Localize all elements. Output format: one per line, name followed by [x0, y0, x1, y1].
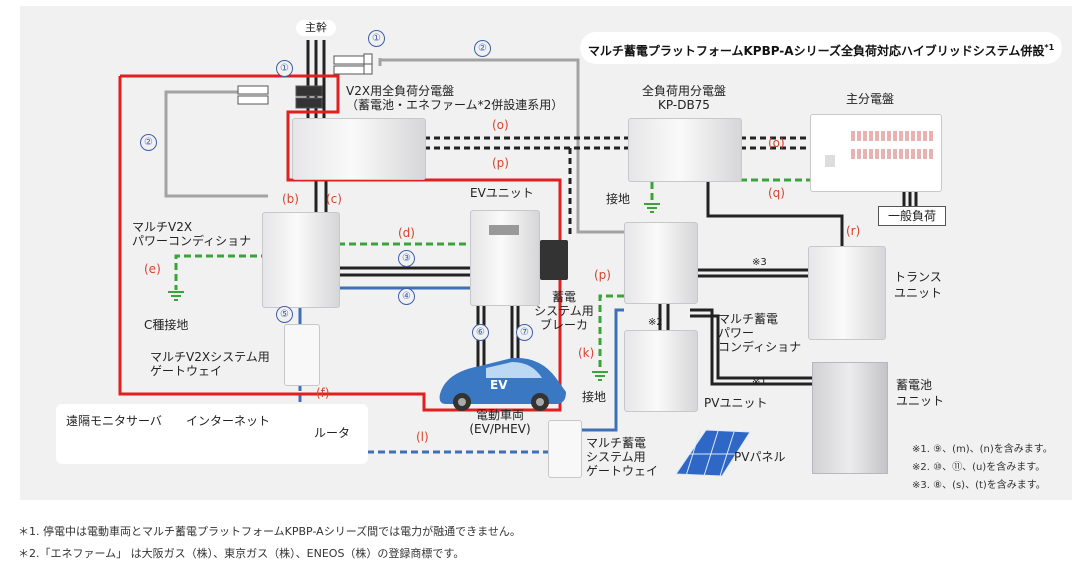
storage-pcs-label-2: パワー: [718, 326, 755, 340]
note-1: ※1. ⑨、(m)、(n)を含みます。: [912, 444, 1053, 455]
diagram-title-text: マルチ蓄電プラットフォームKPBP-Aシリーズ全負荷対応ハイブリッドシステム併設: [587, 44, 1045, 58]
wire-number-7: ⑦: [516, 324, 533, 341]
storage-power-conditioner: [624, 222, 698, 304]
storage-pcs-label-3: コンディショナ: [718, 340, 802, 354]
wire-number-4: ④: [398, 288, 415, 305]
wire-label-r: (r): [846, 224, 861, 238]
v2x-pcs-label-2: パワーコンディショナ: [132, 234, 252, 248]
sensor-line-2-right: [380, 58, 624, 234]
wire-label-k: (k): [578, 346, 595, 360]
sensor-line-2-left: [164, 90, 268, 198]
v2x-panel-label-2: （蓄電池・エネファーム*2併設連系用）: [346, 98, 564, 112]
full-load-panel-label-2: KP-DB75: [658, 98, 710, 112]
wire-label-o-1: (o): [492, 118, 509, 132]
mark-3: ※3: [752, 257, 767, 268]
wire-number-1b: ①: [276, 60, 293, 77]
v2x-panel-label-1: V2X用全負荷分電盤: [346, 84, 455, 98]
storage-gateway-label-1: マルチ蓄電: [586, 436, 647, 450]
pv-unit: [624, 330, 698, 412]
pv-panel-label: PVパネル: [734, 450, 786, 464]
wire-label-b: (b): [282, 192, 299, 206]
breaker-label-3: ブレーカ: [539, 318, 588, 332]
solid-power-lines: [314, 178, 918, 386]
pv-unit-label: PVユニット: [704, 396, 768, 410]
dashed-power-lines: [424, 136, 810, 238]
ev-label-1: 電動車両: [475, 408, 524, 422]
wire-label-e: (e): [144, 262, 161, 276]
general-load-label: 一般負荷: [878, 206, 946, 226]
v2x-gateway-label-1: マルチV2Xシステム用: [150, 350, 270, 364]
wire-label-f: (f): [316, 386, 330, 400]
wire-number-2b: ②: [140, 134, 157, 151]
diagram-title-sup: *1: [1044, 43, 1055, 52]
breaker-label-1: 蓄電: [551, 290, 576, 304]
wire-number-5: ⑤: [276, 306, 293, 323]
ev-unit-label: EVユニット: [470, 186, 534, 200]
footnote-1: ＊1. 停電中は電動車両とマルチ蓄電プラットフォームKPBP-Aシリーズ間では電…: [18, 525, 521, 538]
ground-label-1: 接地: [606, 192, 631, 206]
note-3: ※3. ⑧、(s)、(t)を含みます。: [912, 480, 1046, 491]
storage-gateway: [548, 420, 582, 478]
v2x-gateway: [284, 324, 320, 386]
storage-pcs-label-1: マルチ蓄電: [718, 312, 779, 326]
internet-label: インターネット: [186, 414, 271, 428]
ground-symbols: [168, 203, 660, 381]
ground-lines: [174, 178, 810, 370]
v2x-gateway-label-2: ゲートウェイ: [150, 364, 223, 378]
remote-server-label: 遠隔モニタサーバ: [66, 414, 162, 428]
trans-unit-label-2: ユニット: [894, 286, 943, 300]
ev-badge: EV: [490, 378, 508, 392]
current-sensor-clamps: [237, 53, 373, 109]
main-distribution-panel: [810, 114, 942, 192]
battery-unit-label-1: 蓄電池: [896, 378, 933, 392]
footnote-2: ＊2.「エネファーム」 は大阪ガス（株）、東京ガス（株）、ENEOS（株）の登録…: [18, 547, 465, 560]
c-ground-label: C種接地: [144, 318, 189, 332]
main-panel-label: 主分電盤: [846, 92, 895, 106]
ev-unit: [470, 210, 540, 306]
battery-unit-label-2: ユニット: [896, 394, 945, 408]
breaker-label-2: システム用: [534, 304, 594, 318]
router-label: ルータ: [314, 426, 351, 440]
network-box: [56, 404, 368, 464]
v2x-power-conditioner: [262, 212, 340, 308]
v2x-pcs-label-1: マルチV2X: [132, 220, 193, 234]
wire-label-l: (l): [416, 430, 429, 444]
wire-label-c: (c): [326, 192, 342, 206]
full-load-panel-label-1: 全負荷用分電盤: [641, 84, 726, 98]
ev-label-2: (EV/PHEV): [469, 422, 531, 436]
pv-panel-graphic: [675, 429, 751, 477]
ground-label-2: 接地: [582, 390, 607, 404]
mark-2: ※2: [648, 317, 663, 328]
trunk-label: 主幹: [296, 20, 336, 36]
wire-number-6: ⑥: [472, 324, 489, 341]
wire-number-1a: ①: [368, 30, 385, 47]
wire-label-p-2: (p): [594, 268, 611, 282]
storage-gateway-label-3: ゲートウェイ: [586, 464, 659, 478]
mark-1: ※1: [752, 377, 767, 388]
highlight-boundary: [118, 74, 562, 412]
wire-label-q: (q): [768, 186, 785, 200]
ev-car-graphic: [439, 357, 566, 411]
sensor-lines: [164, 58, 624, 234]
wire-number-2a: ②: [474, 40, 491, 57]
wire-label-p-1: (p): [492, 156, 509, 170]
note-2: ※2. ⑩、⑪、(u)を含みます。: [912, 462, 1046, 473]
battery-unit: [812, 362, 888, 474]
wire-label-o-2: (o): [768, 136, 785, 150]
trans-unit-label-1: トランス: [894, 270, 942, 284]
wire-label-d: (d): [398, 226, 415, 240]
storage-gateway-label-2: システム用: [586, 450, 646, 464]
full-load-panel: [628, 118, 742, 182]
trans-unit: [808, 246, 886, 340]
diagram-title: マルチ蓄電プラットフォームKPBP-Aシリーズ全負荷対応ハイブリッドシステム併設…: [580, 32, 1062, 64]
storage-breaker: [540, 240, 568, 280]
wire-number-3: ③: [398, 250, 415, 267]
v2x-distribution-panel: [292, 118, 426, 180]
